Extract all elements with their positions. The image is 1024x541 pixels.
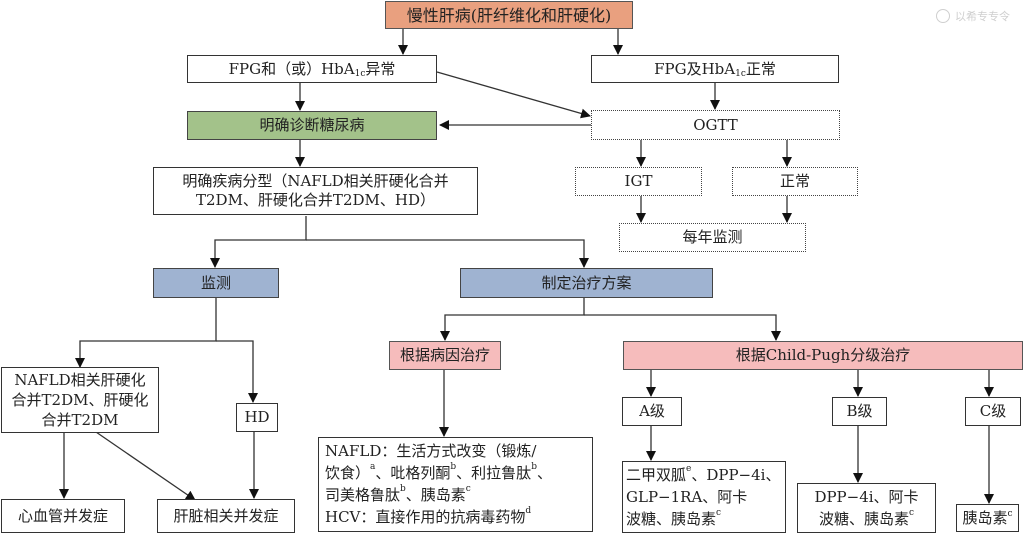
node-fpg-normal: FPG及HbA1c正常 <box>591 55 839 83</box>
connector-plan-split <box>440 298 585 341</box>
text-segment: 司美格鲁肽 <box>325 486 401 504</box>
watermark: 以希专专令 <box>936 8 1010 24</box>
node-label-line: HCV：直接作用的抗病毒药物d <box>325 506 531 528</box>
text-segment: 饮食） <box>325 464 371 482</box>
footnote-marker: e <box>686 464 692 474</box>
footnote-marker: b <box>400 484 406 494</box>
node-label: 明确诊断糖尿病 <box>259 116 365 134</box>
node-label-line: 合并T2DM、肝硬化 <box>11 391 149 409</box>
node-annual-monitoring: 每年监测 <box>619 223 806 252</box>
node-igt: IGT <box>575 167 702 196</box>
node-chronic-liver-disease: 慢性肝病(肝纤维化和肝硬化) <box>385 1 633 29</box>
node-label-line: 合并T2DM <box>41 411 119 429</box>
text-segment: 、吡格列酮 <box>375 464 451 482</box>
node-label-line: GLP−1RA、阿卡 <box>626 486 747 508</box>
node-label: FPG和（或）HbA1c异常 <box>228 59 396 79</box>
node-fpg-abnormal: FPG和（或）HbA1c异常 <box>187 55 437 83</box>
node-grade-c: C级 <box>965 397 1021 426</box>
footnote-marker: b <box>450 462 457 472</box>
node-label: IGT <box>624 172 653 190</box>
connector-typing-split <box>210 216 307 268</box>
arrow-nafld-to-liver <box>95 431 196 501</box>
watermark-text: 以希专专令 <box>955 10 1010 23</box>
text-segment: 波糖、胰岛素 <box>818 510 909 528</box>
node-label-line: 波糖、胰岛素c <box>819 508 914 530</box>
footnote-marker: d <box>525 506 532 516</box>
connector-monitor-split <box>75 298 217 368</box>
node-treatment-plan: 制定治疗方案 <box>460 268 713 298</box>
text-segment: 胰岛素 <box>962 508 1008 527</box>
node-hd: HD <box>236 403 278 432</box>
node-child-pugh-treatment: 根据Child-Pugh分级治疗 <box>623 341 1023 370</box>
node-diabetes-confirmed: 明确诊断糖尿病 <box>187 111 437 140</box>
node-cause-treatment: 根据病因治疗 <box>389 341 501 370</box>
text-segment: 二甲双胍 <box>626 466 687 484</box>
node-nafld-group: NAFLD相关肝硬化 合并T2DM、肝硬化 合并T2DM <box>1 367 159 433</box>
node-normal: 正常 <box>732 167 858 196</box>
footnote-marker: c <box>908 508 915 518</box>
node-label: 每年监测 <box>682 228 743 246</box>
node-label: FPG及HbA1c正常 <box>654 59 776 79</box>
node-label: 慢性肝病(肝纤维化和肝硬化) <box>406 5 612 25</box>
node-label: OGTT <box>693 115 738 134</box>
node-label: 心血管并发症 <box>17 506 108 525</box>
node-grade-c-detail: 胰岛素c <box>956 504 1019 532</box>
text-segment: DPP−4i、阿卡 <box>814 488 919 506</box>
text-segment: 、胰岛素 <box>405 486 466 504</box>
node-cause-detail: NAFLD：生活方式改变（锻炼/饮食）a、吡格列酮b、利拉鲁肽b、司美格鲁肽b、… <box>318 437 593 532</box>
node-label: 正常 <box>779 172 810 190</box>
node-grade-a: A级 <box>622 397 682 426</box>
text-segment: 、 <box>536 464 552 482</box>
text-segment: 、DPP−4i、 <box>691 466 781 484</box>
node-label: HD <box>244 408 270 426</box>
node-label-line: 明确疾病分型（NAFLD相关肝硬化合并 <box>182 172 449 190</box>
connector-plan-to-childpugh <box>584 314 781 341</box>
footnote-marker: a <box>370 462 376 472</box>
node-label: 肝脏相关并发症 <box>173 506 279 525</box>
node-label-line: DPP−4i、阿卡 <box>814 486 918 508</box>
footnote-marker: b <box>531 462 537 472</box>
text-segment: 、利拉鲁肽 <box>456 464 532 482</box>
text-segment: NAFLD：生活方式改变（锻炼/ <box>325 442 537 460</box>
node-grade-b-detail: DPP−4i、阿卡波糖、胰岛素c <box>797 483 936 533</box>
node-label-line: 胰岛素c <box>962 509 1012 528</box>
text-segment: GLP−1RA、阿卡 <box>626 488 748 506</box>
node-grade-b: B级 <box>832 397 887 426</box>
node-label-line: T2DM、肝硬化合并T2DM、HD） <box>196 191 435 209</box>
connector-typing-to-plan <box>306 239 589 268</box>
node-label: 制定治疗方案 <box>541 273 632 292</box>
node-grade-a-detail: 二甲双胍e、DPP−4i、GLP−1RA、阿卡波糖、胰岛素c <box>622 461 786 533</box>
node-monitoring: 监测 <box>153 268 279 298</box>
node-label: A级 <box>639 402 665 420</box>
node-label: 根据Child-Pugh分级治疗 <box>735 346 911 364</box>
node-liver-complications: 肝脏相关并发症 <box>157 499 295 533</box>
text-segment: HCV：直接作用的抗病毒药物 <box>325 508 526 526</box>
node-label-line: 二甲双胍e、DPP−4i、 <box>626 464 780 486</box>
journal-logo-icon <box>936 9 950 23</box>
node-label: 根据病因治疗 <box>399 346 490 364</box>
footnote-marker: c <box>1007 508 1013 519</box>
node-label-line: 司美格鲁肽b、胰岛素c <box>325 484 471 506</box>
arrow-abnormal-to-ogtt <box>436 71 591 119</box>
connector-monitor-to-hd <box>216 340 258 403</box>
node-label: 监测 <box>200 273 231 292</box>
node-label-line: NAFLD相关肝硬化 <box>14 371 146 389</box>
node-disease-typing: 明确疾病分型（NAFLD相关肝硬化合并 T2DM、肝硬化合并T2DM、HD） <box>153 167 478 215</box>
footnote-marker: c <box>465 484 471 494</box>
node-ogtt: OGTT <box>591 110 840 140</box>
footnote-marker: c <box>716 508 722 518</box>
node-label-line: 波糖、胰岛素c <box>626 508 721 530</box>
node-label: C级 <box>979 402 1007 420</box>
text-segment: 波糖、胰岛素 <box>626 510 717 528</box>
node-cardiovascular: 心血管并发症 <box>1 499 125 533</box>
node-label: B级 <box>846 402 873 420</box>
node-label-line: 饮食）a、吡格列酮b、利拉鲁肽b、 <box>325 462 552 484</box>
node-label-line: NAFLD：生活方式改变（锻炼/ <box>325 440 536 462</box>
